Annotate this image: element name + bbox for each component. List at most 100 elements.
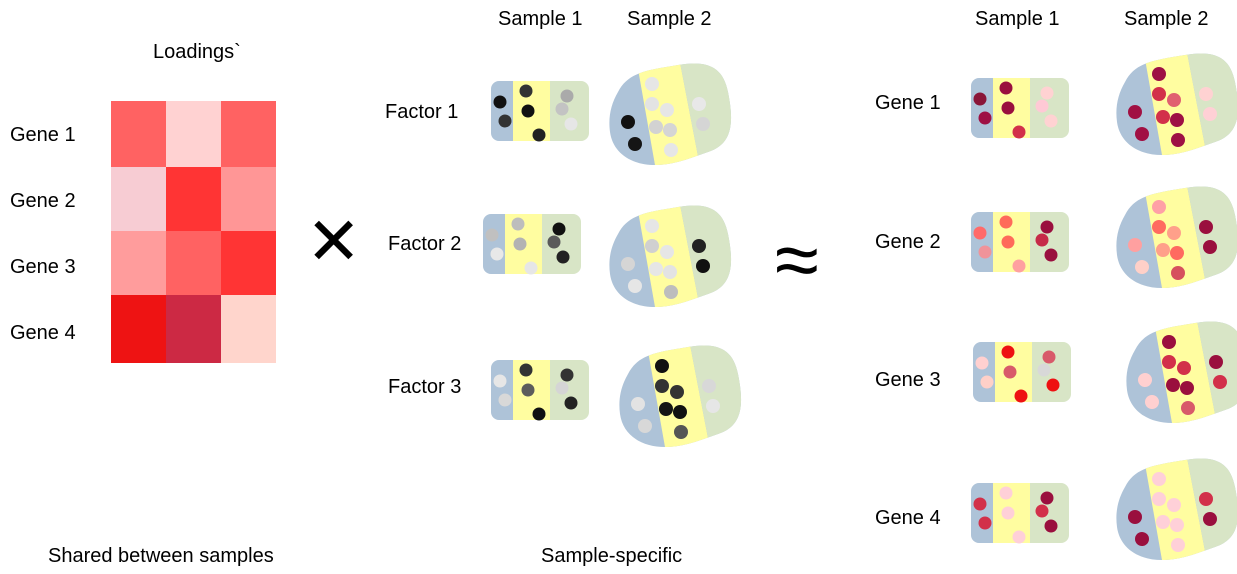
cell-dot <box>1012 530 1026 544</box>
cell-dot <box>980 375 994 389</box>
cell-dot <box>1044 114 1058 128</box>
cell-dot <box>973 92 987 106</box>
cell-dot <box>564 117 578 131</box>
cell-dot <box>628 137 642 151</box>
factor-sample1-tissue <box>483 214 581 275</box>
tissue-panels <box>483 53 1237 561</box>
gene-row-label: Gene 2 <box>875 231 941 253</box>
shared-caption: Shared between samples <box>48 545 274 567</box>
gene-sample2-tissue <box>1116 458 1237 561</box>
cell-dot <box>552 222 566 236</box>
cell-dot <box>560 89 574 103</box>
cell-dot <box>621 115 635 129</box>
cell-dot <box>999 486 1013 500</box>
cell-dot <box>702 379 716 393</box>
cell-dot <box>555 102 569 116</box>
cell-dot <box>498 393 512 407</box>
heatmap-cell <box>221 231 276 295</box>
cell-dot <box>1035 99 1049 113</box>
cell-dot <box>1046 378 1060 392</box>
cell-dot <box>973 226 987 240</box>
region-blue <box>971 212 993 272</box>
heatmap-cell <box>166 231 221 295</box>
cell-dot <box>674 425 688 439</box>
cell-dot <box>1213 375 1227 389</box>
cell-dot <box>1162 355 1176 369</box>
factor-sample2-tissue <box>609 63 732 166</box>
cell-dot <box>1001 101 1015 115</box>
cell-dot <box>1171 133 1185 147</box>
heatmap-cell <box>166 101 221 167</box>
cell-dot <box>1167 226 1181 240</box>
cell-dot <box>1128 510 1142 524</box>
cell-dot <box>1152 220 1166 234</box>
cell-dot <box>649 120 663 134</box>
cell-dot <box>649 262 663 276</box>
cell-dot <box>1181 401 1195 415</box>
gene-row-label: Gene 3 <box>875 369 941 391</box>
cell-dot <box>1162 335 1176 349</box>
loadings-heatmap <box>111 101 276 363</box>
cell-dot <box>1012 125 1026 139</box>
cell-dot <box>1170 113 1184 127</box>
cell-dot <box>493 374 507 388</box>
loadings-title: Loadings` <box>153 41 241 63</box>
cell-dot <box>1199 87 1213 101</box>
cell-dot <box>655 379 669 393</box>
cell-dot <box>1128 238 1142 252</box>
loadings-row-label: Gene 4 <box>10 322 76 344</box>
cell-dot <box>1152 67 1166 81</box>
cell-dot <box>645 239 659 253</box>
cell-dot <box>692 97 706 111</box>
region-green <box>1185 458 1237 561</box>
cell-dot <box>1152 87 1166 101</box>
region-blue <box>491 81 513 141</box>
cell-dot <box>560 368 574 382</box>
heatmap-cell <box>111 167 166 231</box>
heatmap-cell <box>221 295 276 363</box>
cell-dot <box>978 111 992 125</box>
cell-dot <box>1044 248 1058 262</box>
region-green <box>1185 186 1237 289</box>
cell-dot <box>1199 220 1213 234</box>
cell-dot <box>670 385 684 399</box>
approx-icon: ≈ <box>775 215 819 304</box>
cell-dot <box>999 81 1013 95</box>
cell-dot <box>1167 93 1181 107</box>
cell-dot <box>1012 259 1026 273</box>
cell-dot <box>1152 472 1166 486</box>
cell-dot <box>659 402 673 416</box>
gene-sample1-tissue <box>971 483 1069 544</box>
factor-sample1-tissue <box>491 81 589 142</box>
cell-dot <box>511 217 525 231</box>
cell-dot <box>547 235 561 249</box>
cell-dot <box>1203 240 1217 254</box>
sample-specific-caption: Sample-specific <box>541 545 683 567</box>
cell-dot <box>706 399 720 413</box>
cell-dot <box>532 128 546 142</box>
cell-dot <box>692 239 706 253</box>
cell-dot <box>1014 389 1028 403</box>
cell-dot <box>498 114 512 128</box>
cell-dot <box>664 143 678 157</box>
gene-row-label: Gene 1 <box>875 92 941 114</box>
cell-dot <box>556 250 570 264</box>
loadings-row-label: Gene 2 <box>10 190 76 212</box>
cell-dot <box>1156 515 1170 529</box>
gene-sample1-tissue <box>971 78 1069 139</box>
region-blue <box>491 360 513 420</box>
heatmap-cell <box>166 167 221 231</box>
cell-dot <box>1199 492 1213 506</box>
gene-sample1-tissue <box>971 212 1069 273</box>
cell-dot <box>1135 127 1149 141</box>
factor-row-label: Factor 2 <box>388 233 462 255</box>
cell-dot <box>1177 361 1191 375</box>
cell-dot <box>999 215 1013 229</box>
cell-dot <box>519 84 533 98</box>
cell-dot <box>1040 86 1054 100</box>
cell-dot <box>521 104 535 118</box>
cell-dot <box>978 516 992 530</box>
cell-dot <box>1128 105 1142 119</box>
loadings-row-label: Gene 1 <box>10 124 76 146</box>
